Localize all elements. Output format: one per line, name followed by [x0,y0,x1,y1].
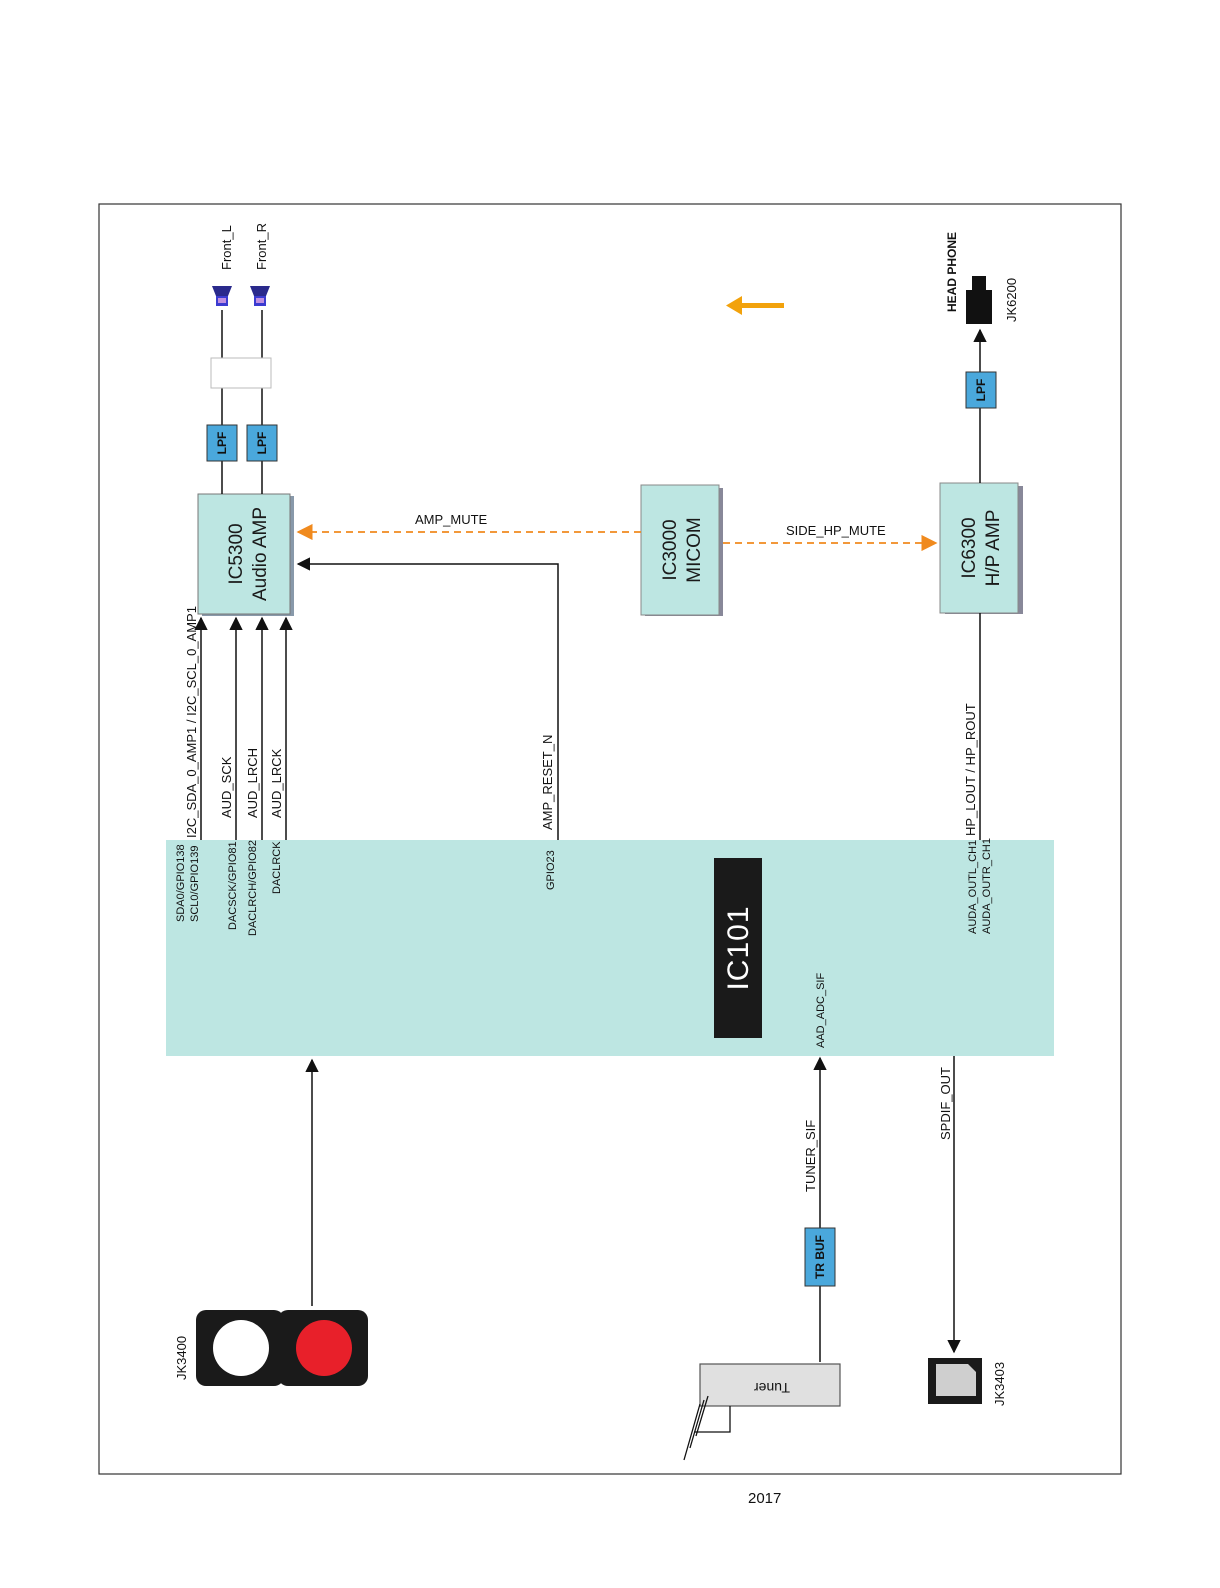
pin-aad-adc-sif: AAD_ADC_SIF [815,973,827,1048]
headphone-jack-icon [966,276,992,324]
tuner-block [699,1363,841,1407]
hp-out-label: HP_LOUT / HP_ROUT [963,703,978,836]
front-r-label: Front_R [254,223,269,270]
jk6200-label: JK6200 [1004,278,1019,322]
aud-lrck-label: AUD_LRCK [269,748,284,818]
lpf-label-2: LPF [255,432,269,455]
trbuf-label: TR BUF [813,1235,827,1279]
ic3000-block [640,484,720,616]
lpf-label-3: LPF [974,379,988,402]
pin-daclrck: DACLRCK [271,841,283,894]
pin-scl0: SCL0/GPIO139 [189,846,201,922]
speaker-front-r-icon [250,286,270,306]
amp-reset-wire [296,557,559,840]
ic6300-block [939,482,1019,614]
ic5300-label-2: Audio AMP [250,507,271,601]
diagram-frame [98,203,1122,1475]
pin-sda0: SDA0/GPIO138 [175,844,187,922]
amp-reset-label: AMP_RESET_N [540,735,555,830]
ic3000-label-1: IC3000 [660,519,681,580]
footer-year: 2017 [748,1490,782,1507]
speaker-front-l-icon [212,286,232,306]
ic6300-label-1: IC6300 [959,517,980,578]
pin-auda-outr: AUDA_OUTR_CH1 [981,838,993,934]
lpf-block-2 [246,424,278,462]
pin-auda-outl: AUDA_OUTL_CH1 [967,840,979,934]
tuner-sif-label: TUNER_SIF [803,1120,818,1192]
front-l-label: Front_L [219,225,234,270]
rca-jack-icon [196,1310,368,1386]
i2c-label: I2C_SDA_0_AMP1 / I2C_SCL_0_AMP1 [184,606,199,838]
ic101-label-box [714,858,762,1038]
empty-box [210,357,272,389]
jk3403-label: JK3403 [992,1362,1007,1406]
tuner-label: Tuner [754,1380,790,1396]
lpf-label-1: LPF [215,432,229,455]
headphone-label: HEAD PHONE [945,232,959,312]
ic101-label: IC101 [722,905,755,990]
antenna-icon [683,1395,731,1461]
aud-sck-label: AUD_SCK [219,756,234,818]
pin-dacsck: DACSCK/GPIO81 [227,841,239,930]
jk3400-label: JK3400 [174,1336,189,1380]
ic6300-label-2: H/P AMP [983,510,1004,587]
aud-lrch-label: AUD_LRCH [245,748,260,818]
ic5300-label-1: IC5300 [226,523,247,584]
lpf-block-1 [206,424,238,462]
ic3000-label-2: MICOM [684,517,705,582]
signal-direction-arrow-icon [726,296,784,315]
lpf-block-3 [965,371,997,409]
ic101-block [166,840,1054,1056]
pin-gpio23: GPIO23 [545,850,557,890]
spdif-label: SPDIF_OUT [938,1067,953,1140]
optical-jack-icon [928,1358,982,1404]
trbuf-block [804,1227,836,1287]
pin-daclrch: DACLRCH/GPIO82 [247,840,259,936]
amp-mute-label: AMP_MUTE [415,512,488,527]
side-hp-mute-label: SIDE_HP_MUTE [786,523,886,538]
ic5300-block [197,493,291,615]
